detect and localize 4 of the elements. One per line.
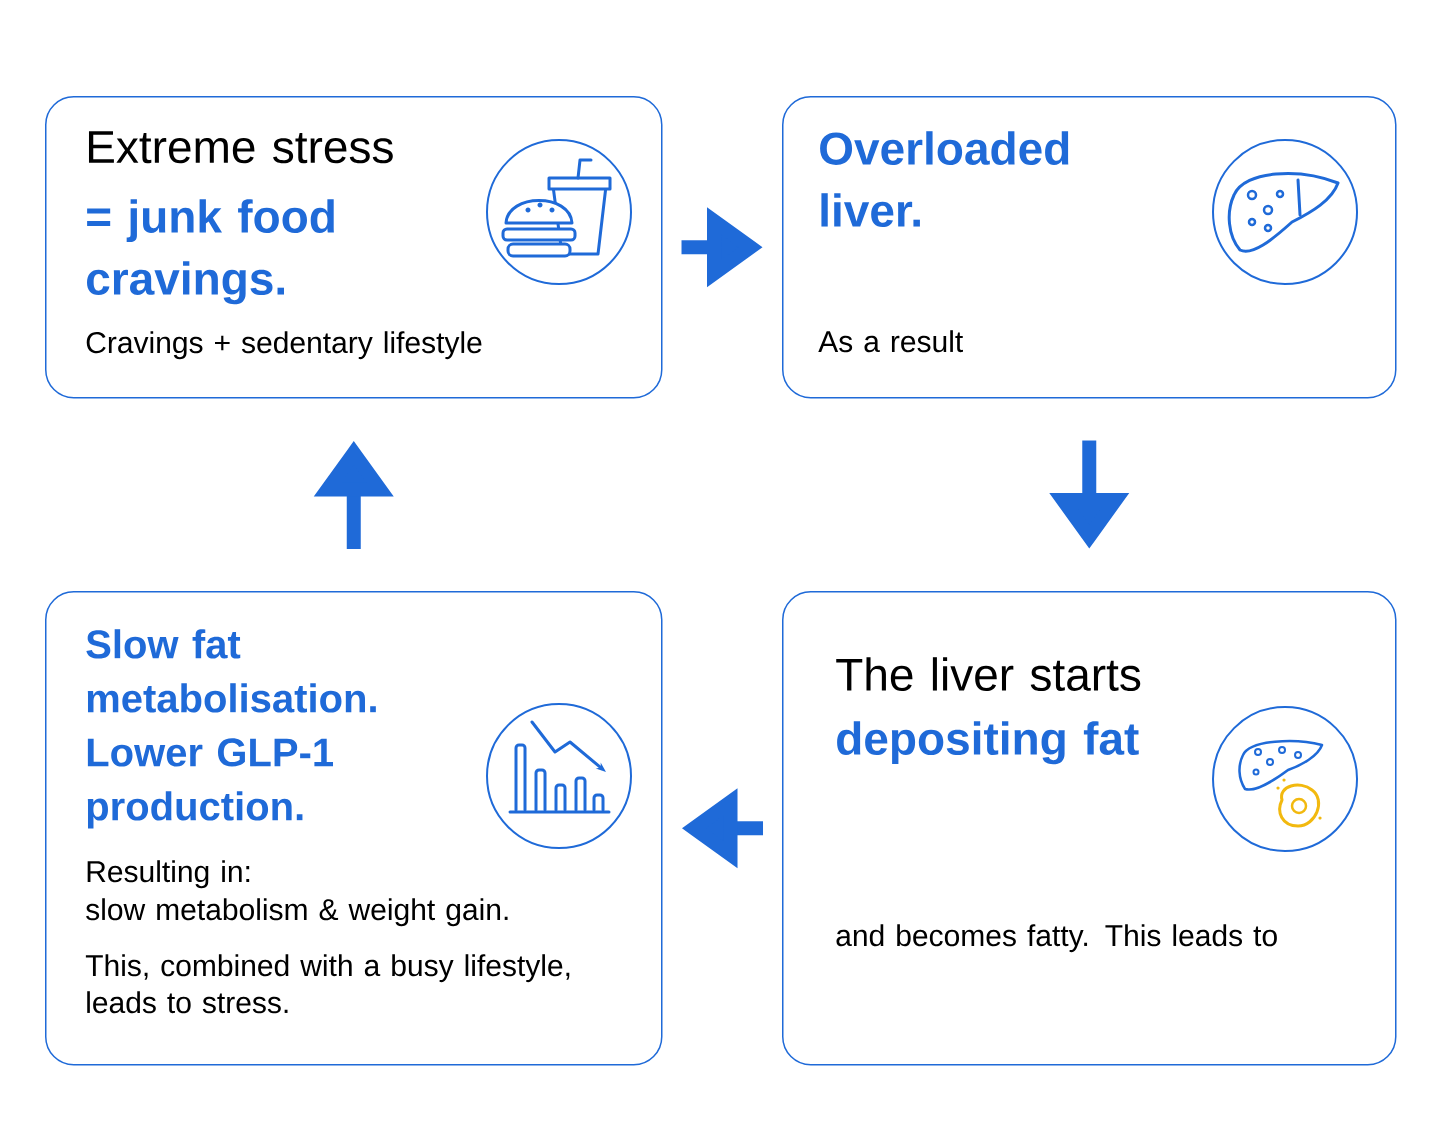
card: Overloaded liver. As a result: [782, 96, 1397, 399]
card: Extreme stress = junk food cravings. Cravings + sedentary lifestyle: [45, 96, 663, 399]
card: Slow fat metabolisation. Lower GLP-1 production. Resulting in: slow metabolism & weight gain. This, combined with a busy lifestyle, leads to stress.: [45, 591, 663, 1066]
card: The liver starts depositing fat and becomes fatty. This leads to: [782, 591, 1397, 1066]
